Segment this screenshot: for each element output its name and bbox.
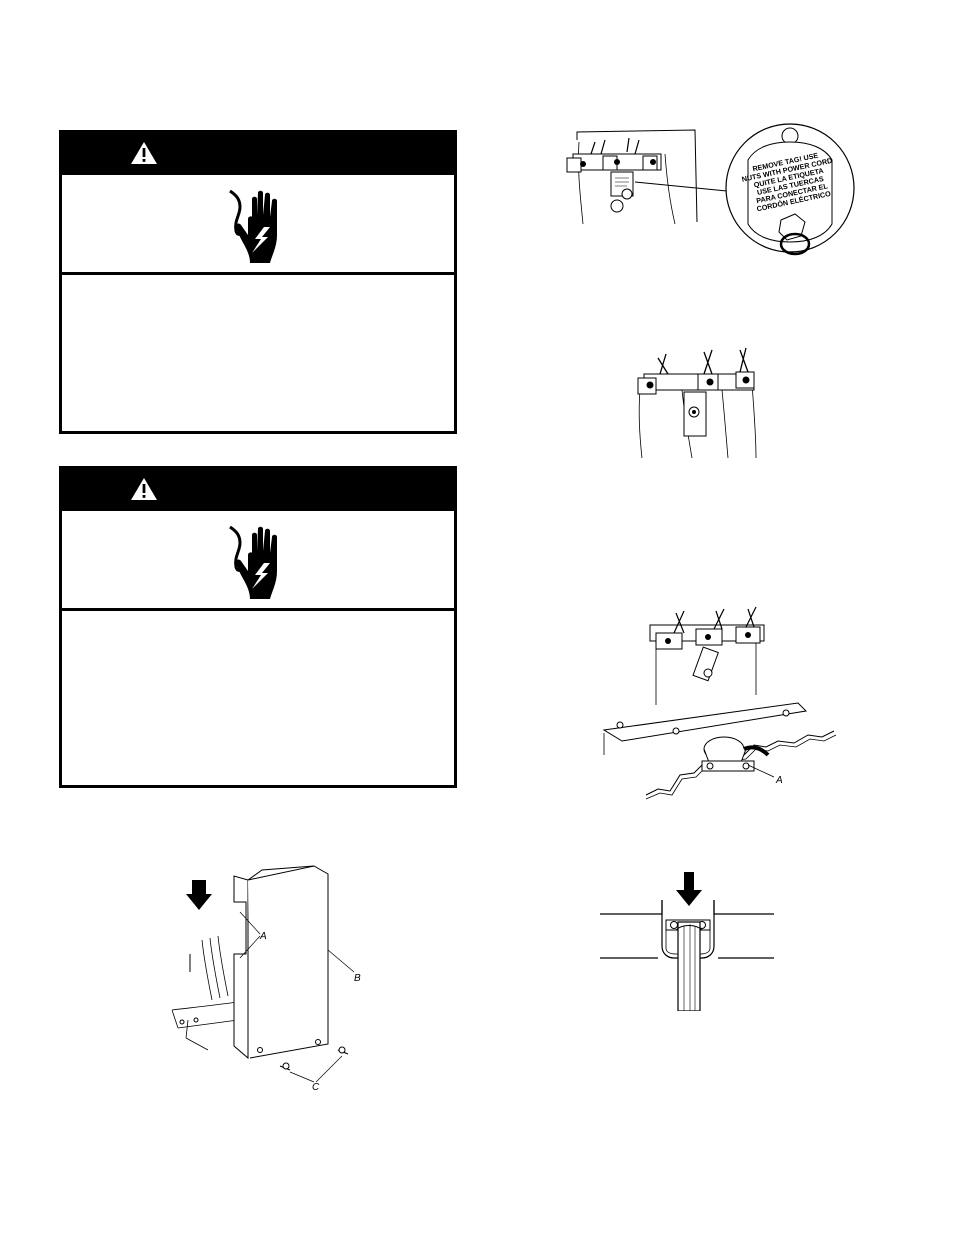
warning-triangle-icon: [131, 478, 157, 500]
terminal-cover-figure: A B C: [168, 860, 378, 1095]
callout-b: B: [354, 973, 361, 984]
callout-a: A: [259, 931, 267, 942]
warning-box-2: [59, 466, 457, 788]
strain-relief-figure: A: [598, 605, 843, 800]
electrical-shock-hand-icon: [229, 525, 277, 599]
warning-symbol-row: [62, 511, 454, 611]
warning-header: [62, 133, 454, 175]
electrical-shock-hand-icon: [229, 189, 277, 263]
callout-a: A: [775, 775, 783, 786]
power-cord-figure: [598, 866, 778, 1011]
callout-c: C: [312, 1082, 320, 1093]
terminal-block-tag-figure: REMOVE TAG! USE NUTS WITH POWER CORD QUI…: [555, 112, 860, 267]
warning-header: [62, 469, 454, 511]
warning-triangle-icon: [131, 142, 157, 164]
terminal-block-figure: [632, 340, 767, 460]
warning-symbol-row: [62, 175, 454, 275]
warning-box-1: [59, 130, 457, 434]
